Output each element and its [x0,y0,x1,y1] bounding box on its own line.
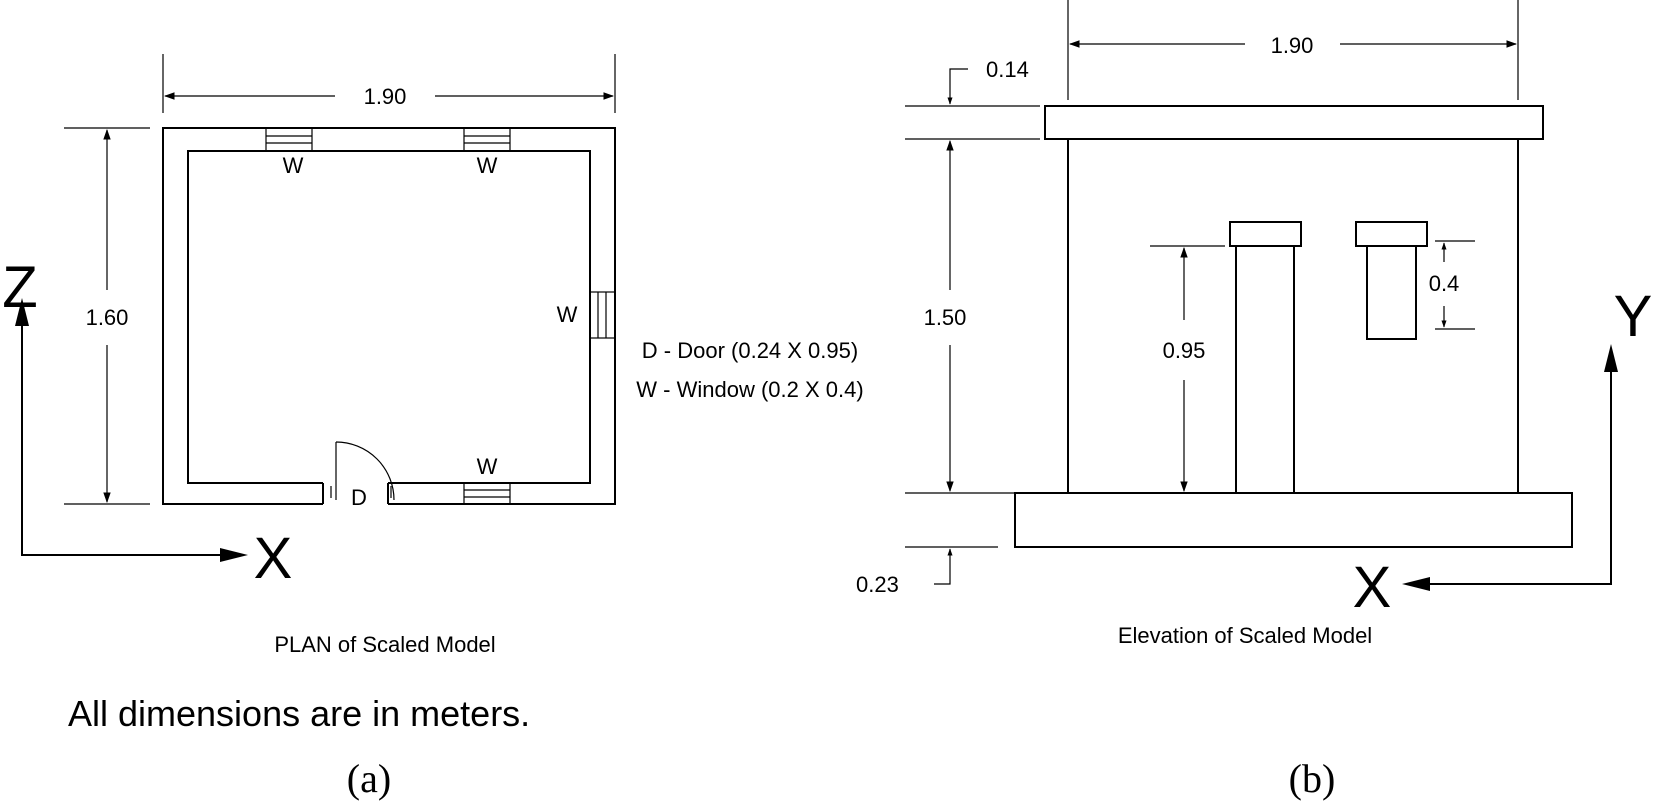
units-note: All dimensions are in meters. [68,693,530,734]
elevation-width-dimension: 1.90 [1067,0,1519,100]
elevation-view: 1.90 0.14 1.50 0.23 0.95 [856,0,1652,648]
plan-walls [162,127,616,505]
plan-width-label: 1.90 [364,84,407,109]
plan-door [330,441,395,501]
elevation-axis-y-label: Y [1614,284,1653,349]
plan-view: W W W W D 1.90 1.60 Z X PLAN o [2,54,616,657]
elevation-base [1014,492,1573,548]
plan-window-label-right: W [557,302,578,327]
panel-label-b: (b) [1289,756,1336,801]
elevation-window-height-dimension: 0.4 [1429,240,1475,330]
plan-window-label-top-left: W [283,153,304,178]
plan-door-label: D [351,485,367,510]
elevation-base-dimension: 0.23 [856,546,998,597]
plan-window-bottom [463,482,511,505]
elevation-caption: Elevation of Scaled Model [1118,623,1372,648]
elevation-wall-height-dimension: 1.50 [905,139,1050,494]
elevation-door-height-dimension: 0.95 [1150,245,1225,493]
elevation-roof-dimension: 0.14 [905,57,1040,140]
elevation-axis-x-label: X [1353,555,1392,620]
elevation-window-height-label: 0.4 [1429,271,1460,296]
elevation-roof-label: 0.14 [986,57,1029,82]
plan-caption: PLAN of Scaled Model [274,632,495,657]
elevation-roof-slab [1044,105,1544,140]
plan-window-label-top-right: W [477,153,498,178]
plan-depth-label: 1.60 [86,305,129,330]
plan-width-dimension: 1.90 [162,54,616,113]
elevation-base-label: 0.23 [856,572,899,597]
legend-door: D - Door (0.24 X 0.95) [642,338,858,363]
elevation-axes: Y X [1353,284,1653,620]
plan-axes: Z X [2,255,292,591]
plan-axis-z-label: Z [2,255,37,320]
plan-window-label-bottom: W [477,454,498,479]
legend: D - Door (0.24 X 0.95) W - Window (0.2 X… [636,338,863,402]
plan-depth-dimension: 1.60 [64,127,150,505]
legend-window: W - Window (0.2 X 0.4) [636,377,863,402]
elevation-door-height-label: 0.95 [1163,338,1206,363]
plan-window-top-right [463,127,511,152]
elevation-width-label: 1.90 [1271,33,1314,58]
plan-axis-x-label: X [254,526,293,591]
elevation-wall-height-label: 1.50 [924,305,967,330]
plan-window-top-left [265,127,313,152]
elevation-window [1355,221,1428,340]
panel-label-a: (a) [347,756,391,801]
elevation-door [1229,221,1302,494]
plan-window-right [589,291,616,339]
